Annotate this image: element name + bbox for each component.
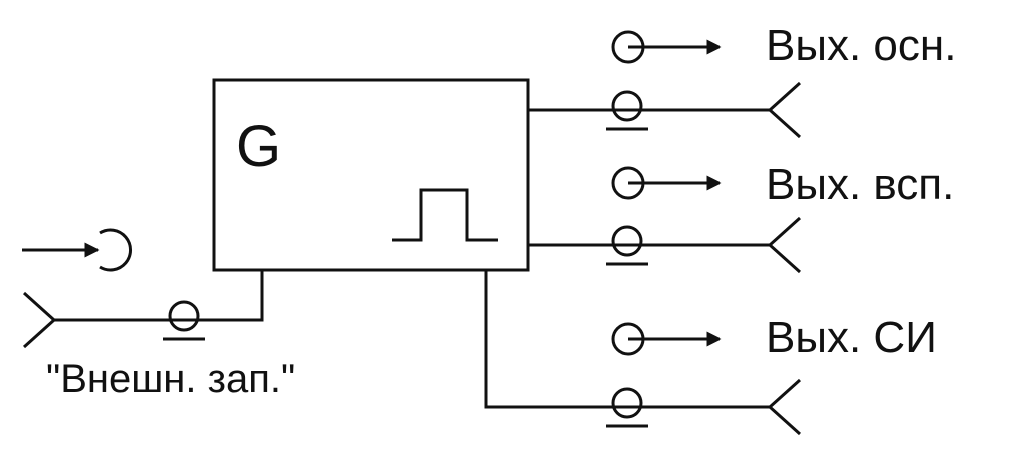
generator-block: G [212,78,530,272]
connector-fork-icon [768,81,802,112]
output-arrow-icon [611,322,722,356]
output-line-sync [484,270,802,436]
output-label-main: Вых. осн. [766,21,956,70]
input-line [22,270,264,349]
rect-pulse-icon [392,188,498,242]
output-label-sync: Вых. СИ [766,313,937,362]
connector-fork-icon [22,291,56,322]
connector-fork-icon [768,378,802,409]
input-label: "Внешн. зап." [46,357,295,401]
output-line-aux [528,216,802,274]
connector-fork-icon [768,216,802,247]
output-line-main [528,81,802,139]
generator-symbol: G [236,114,281,179]
input-arrow-icon [22,228,132,272]
output-arrow-icon [611,166,722,200]
output-arrow-icon [611,30,722,64]
coax-connector-icon [611,90,643,122]
coax-connector-icon [611,225,643,257]
coax-connector-icon [611,387,643,419]
coax-connector-icon [168,300,200,332]
output-label-aux: Вых. всп. [766,160,954,209]
